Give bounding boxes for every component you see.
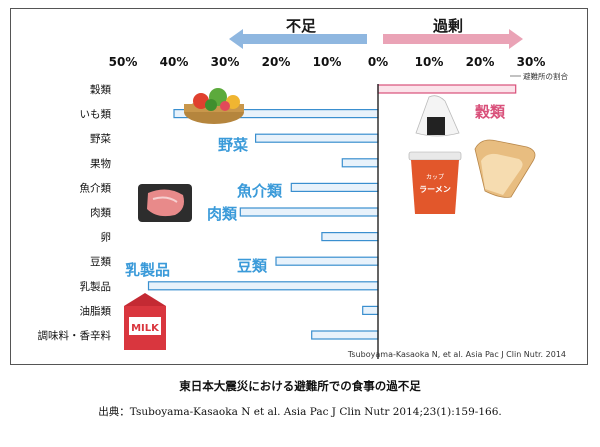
category-label: 卵 xyxy=(101,232,112,244)
chart-credit: Tsuboyama-Kasaoka N, et al. Asia Pac J C… xyxy=(347,350,566,359)
shortage-bar xyxy=(290,182,379,192)
category-label: 調味料・香辛料 xyxy=(38,329,112,342)
x-tick-label: 20% xyxy=(262,55,291,69)
x-tick-label: 10% xyxy=(415,55,444,69)
excess-bar xyxy=(377,84,517,94)
shortage-bar xyxy=(275,256,379,266)
category-label: 肉類 xyxy=(90,206,111,219)
shortage-bar xyxy=(255,133,379,143)
chart-frame: 不足 過剰 50%40%30%20%10%0%10%20%30% 避難所の割合 … xyxy=(10,8,588,365)
cup-noodle-illustration: カップ ラーメン xyxy=(408,151,462,214)
x-tick-label: 40% xyxy=(160,55,189,69)
caption-title: 東日本大震災における避難所での食事の過不足 xyxy=(179,379,421,393)
category-label: 果物 xyxy=(90,157,111,170)
vegetable-bowl-illustration xyxy=(184,88,244,124)
shortage-bar xyxy=(321,232,379,242)
onigiri-illustration xyxy=(415,95,460,137)
grains-label: 穀類 xyxy=(474,103,506,121)
category-label: 穀類 xyxy=(90,83,111,96)
shortage-label: 不足 xyxy=(286,17,317,35)
x-tick-label: 30% xyxy=(517,55,546,69)
meat-label: 肉類 xyxy=(207,205,238,223)
category-label: 魚介類 xyxy=(80,181,112,194)
category-label: 乳製品 xyxy=(80,280,112,293)
category-label: いも類 xyxy=(80,109,112,121)
x-tick-label: 20% xyxy=(466,55,495,69)
vegetables-label: 野菜 xyxy=(218,136,248,154)
food-balance-chart: 不足 過剰 50%40%30%20%10%0%10%20%30% 避難所の割合 … xyxy=(38,17,568,359)
x-tick-label: 50% xyxy=(109,55,138,69)
excess-label: 過剰 xyxy=(432,17,463,35)
milk-text: MILK xyxy=(131,323,160,334)
shortage-bar xyxy=(362,305,379,315)
category-label: 油脂類 xyxy=(80,304,112,317)
x-tick-label: 30% xyxy=(211,55,240,69)
shortage-bar xyxy=(147,281,379,291)
cup-noodle-main-text: ラーメン xyxy=(419,185,451,194)
x-tick-label: 10% xyxy=(313,55,342,69)
axis-note: 避難所の割合 xyxy=(523,71,568,81)
x-tick-label: 0% xyxy=(368,55,388,69)
caption-source: 出典：Tsuboyama-Kasaoka N et al. Asia Pac J… xyxy=(98,406,502,418)
category-label: 野菜 xyxy=(90,133,111,145)
shortage-bar xyxy=(311,330,379,340)
category-label: 豆類 xyxy=(90,256,111,268)
meat-tray-illustration xyxy=(138,184,192,222)
excess-arrow xyxy=(383,29,523,49)
beans-label: 豆類 xyxy=(237,257,268,275)
fish-label: 魚介類 xyxy=(237,182,283,200)
shortage-bar xyxy=(239,207,379,217)
shortage-arrow xyxy=(229,29,367,49)
dairy-label: 乳製品 xyxy=(125,261,170,279)
bread-illustration xyxy=(474,139,536,198)
milk-carton-illustration: MILK xyxy=(124,293,166,350)
cup-noodle-top-text: カップ xyxy=(426,174,444,181)
shortage-bar xyxy=(341,158,379,168)
